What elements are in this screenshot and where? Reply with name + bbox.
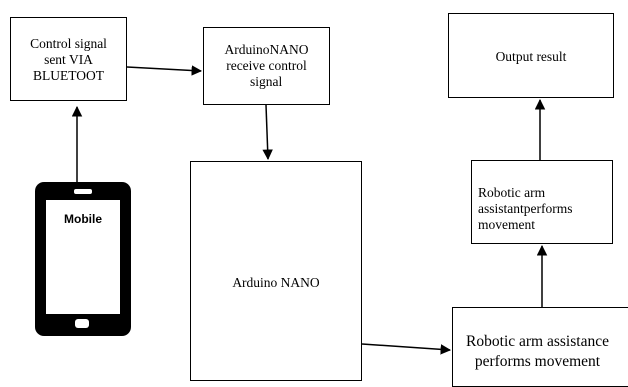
robotic-arm-assistant-line-1: Robotic arm [478, 185, 546, 200]
arduino-receive-node: ArduinoNANO receive control signal [203, 27, 330, 105]
control-signal-line-2: sent VIA [44, 52, 93, 67]
arrow-control-to-arduino-receive [126, 65, 203, 76]
output-result-node: Output result [448, 13, 614, 98]
robotic-arm-assistant-line-2: assistantperforms [478, 201, 573, 216]
control-signal-line-1: Control signal [30, 36, 107, 51]
robotic-arm-assistance-node: Robotic arm assistance performs movement [452, 307, 628, 387]
mobile-phone-icon: Mobile [35, 182, 131, 336]
mobile-label: Mobile [64, 212, 102, 226]
arrow-arduino-receive-to-nano [262, 104, 273, 161]
arduino-nano-node: Arduino NANO [190, 161, 362, 381]
robotic-arm-assistant-label: Robotic arm assistantperforms movement [478, 185, 608, 233]
phone-screen: Mobile [46, 200, 120, 314]
arduino-receive-line-2: receive control [226, 58, 307, 73]
phone-home-button [75, 319, 89, 328]
phone-speaker [74, 189, 92, 194]
robotic-arm-assistance-line-1: Robotic arm assistance [466, 333, 609, 350]
control-signal-line-3: BLUETOOT [33, 68, 104, 83]
robotic-arm-assistance-line-2: performs movement [474, 353, 601, 370]
robotic-arm-assistant-node: Robotic arm assistantperforms movement [471, 160, 613, 244]
arduino-receive-line-1: ArduinoNANO [224, 42, 309, 57]
robotic-arm-assistant-line-3: movement [478, 217, 535, 232]
arduino-receive-label: ArduinoNANO receive control signal [204, 42, 329, 90]
control-signal-node: Control signal sent VIA BLUETOOT [10, 17, 127, 101]
arrow-nano-to-arm-assistance [361, 343, 452, 355]
arduino-receive-line-3: signal [250, 74, 283, 89]
control-signal-label: Control signal sent VIA BLUETOOT [11, 36, 126, 84]
robotic-arm-assistance-label: Robotic arm assistance performs movement [453, 332, 622, 372]
arduino-nano-label: Arduino NANO [232, 275, 320, 290]
output-result-label: Output result [495, 49, 567, 64]
